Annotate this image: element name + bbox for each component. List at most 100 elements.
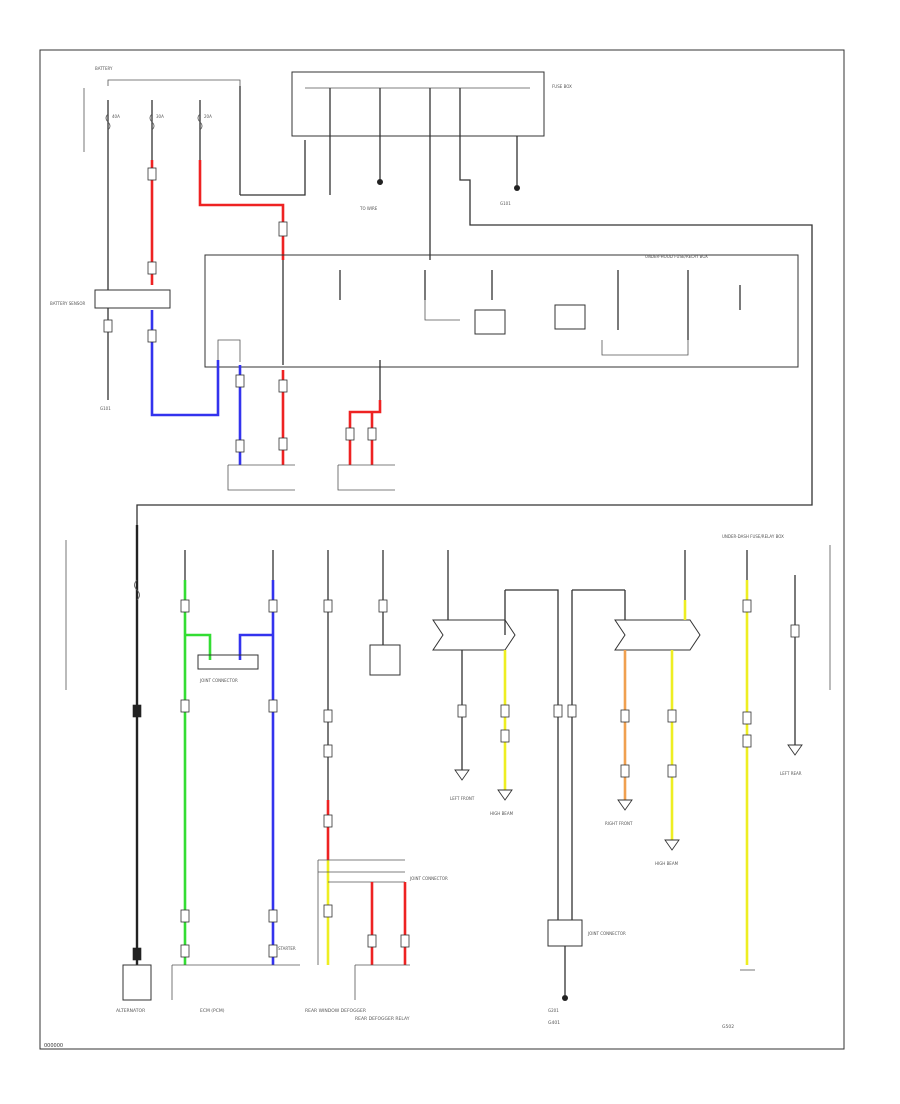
connector xyxy=(180,909,190,923)
relay-box xyxy=(369,644,401,676)
connector xyxy=(278,221,288,237)
fuse-symbol xyxy=(105,113,111,131)
joint-connector-lower xyxy=(547,919,583,947)
ground-symbol xyxy=(617,799,633,811)
connector xyxy=(235,374,245,388)
connector-housing xyxy=(227,465,295,491)
relay-lead xyxy=(601,340,689,356)
connector xyxy=(323,709,333,723)
page-number: 000000 xyxy=(44,1043,63,1049)
underhood-fuse-box xyxy=(204,254,799,368)
ground-dot xyxy=(377,179,383,185)
connector xyxy=(147,329,157,343)
label-rear-defogger-relay: REAR DEFOGGER RELAY xyxy=(355,1016,410,1022)
fuse-symbol xyxy=(197,113,203,131)
connector xyxy=(323,599,333,613)
joint-connector xyxy=(197,654,259,670)
label-small: LEFT FRONT xyxy=(450,796,475,801)
ground-symbol xyxy=(787,744,803,756)
label-small: JOINT CONNECTOR xyxy=(199,678,238,683)
ground-symbol xyxy=(454,769,470,781)
label-small: STARTER xyxy=(278,946,296,951)
label-small: G101 xyxy=(100,406,111,411)
fusebox-feed-wire xyxy=(240,140,306,196)
connector xyxy=(132,947,142,961)
connector xyxy=(790,624,800,638)
label-small: 40A xyxy=(112,114,120,119)
fuse-symbol xyxy=(134,579,140,601)
bus-wire-left xyxy=(505,589,559,920)
label-small: RIGHT FRONT xyxy=(605,821,633,826)
page-border xyxy=(39,49,845,1050)
ground-dot xyxy=(514,185,520,191)
label-small: BATTERY xyxy=(95,66,113,71)
label-small: HIGH BEAM xyxy=(655,861,679,866)
connector xyxy=(323,814,333,828)
left-module xyxy=(94,289,171,309)
connector xyxy=(457,704,467,718)
connector xyxy=(667,764,677,778)
connector xyxy=(345,427,355,441)
fuse-relay-box-top xyxy=(291,71,545,137)
battery-terminal-bracket xyxy=(107,79,241,86)
connector xyxy=(268,944,278,958)
connector xyxy=(268,599,278,613)
red-wire-branch xyxy=(198,160,285,260)
connector xyxy=(278,437,288,451)
label-alternator: ALTERNATOR xyxy=(116,1008,145,1014)
label-small: 20A xyxy=(204,114,212,119)
connector xyxy=(147,261,157,275)
connector-housing xyxy=(337,465,395,491)
connector xyxy=(180,944,190,958)
connector xyxy=(147,167,157,181)
connector xyxy=(378,599,388,613)
label-small: FUSE BOX xyxy=(552,84,572,89)
alternator xyxy=(122,964,152,1001)
label-small: G201 xyxy=(548,1008,559,1013)
connector xyxy=(268,699,278,713)
connector xyxy=(500,704,510,718)
label-small: UNDER-HOOD FUSE/RELAY BOX xyxy=(645,254,708,259)
connector xyxy=(235,439,245,453)
relay-left xyxy=(432,619,516,651)
connector xyxy=(567,704,577,718)
connector xyxy=(278,379,288,393)
connector xyxy=(180,599,190,613)
connector xyxy=(180,699,190,713)
label-small: JOINT CONNECTOR xyxy=(409,876,448,881)
connector xyxy=(367,934,377,948)
relay-symbol xyxy=(474,309,506,335)
connector xyxy=(620,764,630,778)
label-small: G101 xyxy=(500,201,511,206)
ground-symbol xyxy=(664,839,680,851)
fuse-symbol xyxy=(149,113,155,131)
label-small: 30A xyxy=(156,114,164,119)
label-small: BATTERY SENSOR xyxy=(50,301,85,306)
connector xyxy=(367,427,377,441)
connector xyxy=(500,729,510,743)
label-ecm: ECM (PCM) xyxy=(200,1008,225,1014)
connector xyxy=(400,934,410,948)
blue-wire-branch xyxy=(238,633,273,660)
connector xyxy=(620,709,630,723)
label-rear-window-defogger: REAR WINDOW DEFOGGER xyxy=(305,1008,366,1014)
connector xyxy=(323,904,333,918)
green-wire-branch xyxy=(185,633,212,660)
ground-symbol xyxy=(497,789,513,801)
label-ground-g401: G401 xyxy=(548,1020,560,1026)
relay-right xyxy=(614,619,701,651)
relay-lead xyxy=(424,300,460,321)
connector xyxy=(553,704,563,718)
connector xyxy=(667,709,677,723)
connector xyxy=(742,711,752,725)
ground-dot xyxy=(562,995,568,1001)
connector xyxy=(103,319,113,333)
label-ground-g502: G502 xyxy=(722,1024,734,1030)
fusebox-socket xyxy=(217,339,241,362)
connector xyxy=(742,599,752,613)
label-small: LEFT REAR xyxy=(780,771,802,776)
connector xyxy=(742,734,752,748)
connector xyxy=(268,909,278,923)
blue-wire-upper xyxy=(150,310,220,417)
